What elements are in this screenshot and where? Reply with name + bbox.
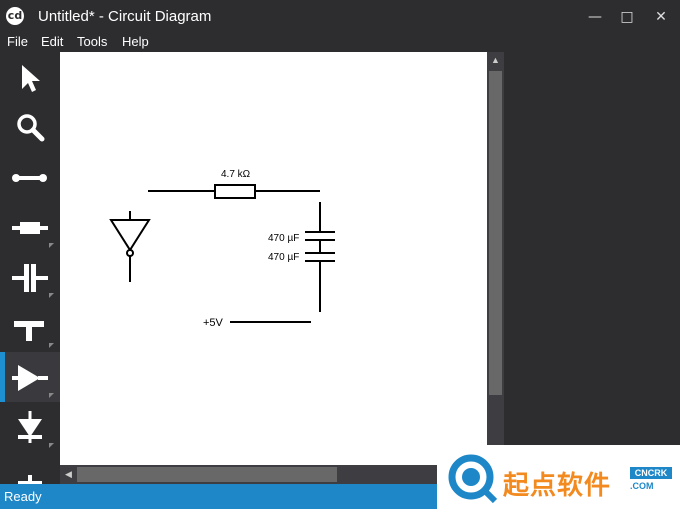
watermark-logo: 起点软件 CNCRK .COM	[437, 445, 680, 509]
close-button[interactable]: ✕	[655, 9, 667, 25]
menu-edit[interactable]: Edit	[41, 34, 64, 49]
tool-capacitor-button[interactable]	[0, 252, 60, 302]
logic-gate-icon	[12, 365, 48, 391]
tool-logic-gate-button[interactable]	[0, 352, 60, 402]
watermark-domain: .COM	[630, 481, 654, 491]
expand-arrow-icon	[49, 293, 54, 298]
tool-zoom-button[interactable]	[0, 102, 60, 152]
resistor-component[interactable]	[214, 184, 256, 199]
vertical-scrollbar[interactable]: ▲	[487, 52, 504, 465]
supply-label: +5V	[203, 317, 224, 329]
menu-help[interactable]: Help	[122, 34, 149, 49]
expand-arrow-icon	[49, 393, 54, 398]
menu-tools[interactable]: Tools	[77, 34, 108, 49]
tool-switch-button[interactable]	[0, 452, 60, 484]
expand-arrow-icon	[49, 443, 54, 448]
tool-resistor-button[interactable]	[0, 202, 60, 252]
capacitor2-label: 470 µF	[268, 252, 299, 263]
tool-wire-button[interactable]	[0, 152, 60, 202]
expand-arrow-icon	[49, 243, 54, 248]
vertical-scroll-thumb[interactable]	[489, 71, 502, 395]
scroll-up-icon[interactable]: ▲	[491, 55, 500, 65]
status-text: Ready	[4, 489, 42, 504]
circuit-canvas[interactable]: 4.7 kΩ 470 µF 470 µF +5V	[60, 52, 487, 465]
expand-arrow-icon	[49, 343, 54, 348]
not-gate-component[interactable]	[109, 219, 151, 252]
watermark-text: 起点软件	[503, 471, 612, 501]
menu-bar: File Edit Tools Help	[0, 32, 680, 52]
title-bar: cd Untitled* - Circuit Diagram — □ ✕	[0, 0, 680, 32]
horizontal-scrollbar[interactable]: ◀	[60, 465, 487, 484]
circuit-diagram: 4.7 kΩ 470 µF 470 µF +5V	[109, 169, 335, 329]
menu-file[interactable]: File	[7, 34, 28, 49]
watermark-badge: CNCRK	[630, 467, 672, 479]
tool-supply-button[interactable]	[0, 302, 60, 352]
app-logo-icon: cd	[6, 7, 24, 25]
resistor-label: 4.7 kΩ	[221, 169, 251, 180]
capacitor1-label: 470 µF	[268, 233, 299, 244]
capacitor-icon	[12, 264, 48, 292]
watermark-swirl-icon	[448, 454, 498, 504]
resistor-icon	[12, 222, 48, 234]
tool-diode-button[interactable]	[0, 402, 60, 452]
switch-icon	[18, 475, 42, 484]
magnifier-icon	[17, 114, 45, 142]
scroll-left-icon[interactable]: ◀	[65, 469, 72, 479]
window-title: Untitled* - Circuit Diagram	[38, 8, 212, 25]
diode-icon	[18, 411, 42, 443]
tool-select-button[interactable]	[0, 52, 60, 102]
not-gate-bubble	[126, 249, 134, 257]
select-pointer-icon	[22, 65, 40, 92]
wire-icon	[12, 174, 47, 182]
horizontal-scroll-thumb[interactable]	[77, 467, 337, 482]
ground-supply-icon	[14, 321, 44, 341]
minimize-button[interactable]: —	[588, 9, 602, 25]
maximize-button[interactable]: □	[620, 9, 634, 25]
component-toolbar	[0, 52, 60, 484]
